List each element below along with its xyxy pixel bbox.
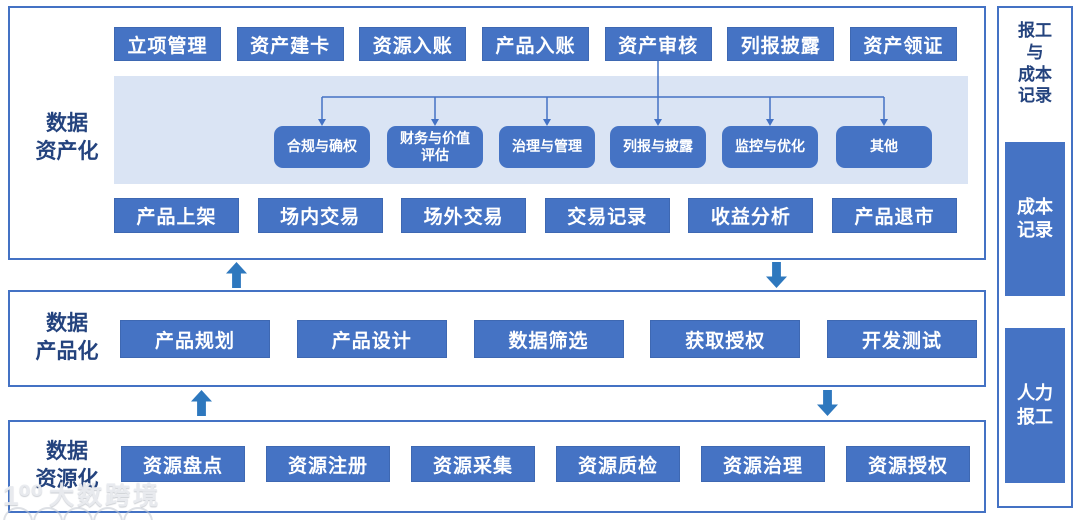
product-design-box: 产品设计	[296, 320, 447, 358]
watermark-text: 大数跨境	[49, 482, 162, 510]
flow-arrow-down-icon	[817, 390, 838, 416]
section-label-assetization: 数据 资产化	[20, 110, 114, 165]
product-planning-box: 产品规划	[120, 320, 270, 358]
labor-report-box: 人力 报工	[1005, 328, 1065, 483]
section-data-productization: 数据 产品化 产品规划 产品设计 数据筛选 获取授权 开发测试	[8, 290, 986, 387]
resource-authorization-box: 资源授权	[846, 446, 970, 482]
cost-record-line: 成本	[1017, 196, 1053, 217]
project-initiation-box: 立项管理	[114, 27, 221, 61]
finance-valuation-box: 财务与价值评估	[387, 126, 483, 168]
cost-record-box: 成本 记录	[1005, 142, 1065, 296]
cost-record-line: 记录	[1017, 220, 1053, 240]
section-label-line: 数据	[46, 312, 88, 335]
sidebar-title-line: 成本	[1018, 64, 1052, 84]
sidebar-title-line: 报工	[1018, 21, 1052, 40]
section-label-productization: 数据 产品化	[20, 310, 114, 365]
resource-governance-box: 资源治理	[701, 446, 825, 482]
asset-card-creation-box: 资产建卡	[236, 27, 344, 61]
compliance-rights-box: 合规与确权	[274, 126, 370, 168]
asset-top-row: 立项管理 资产建卡 资源入账 产品入账 资产审核 列报披露 资产领证	[114, 27, 957, 61]
watermark: 1⁰⁰ 大数跨境	[3, 476, 161, 512]
report-disclosure-box: 列报披露	[727, 27, 835, 61]
data-filtering-box: 数据筛选	[473, 320, 624, 358]
other-box: 其他	[836, 126, 932, 168]
resource-quality-check-box: 资源质检	[556, 446, 680, 482]
section-label-line: 数据	[46, 112, 88, 135]
resource-registration-box: 资源注册	[266, 446, 390, 482]
dev-test-box: 开发测试	[827, 320, 977, 358]
resource-inventory-box: 资源盘点	[121, 446, 245, 482]
onsite-trading-box: 场内交易	[257, 198, 383, 233]
sidebar-labor-cost-panel: 报工 与 成本 记录 成本 记录 人力 报工	[997, 6, 1073, 508]
offsite-trading-box: 场外交易	[401, 198, 527, 233]
product-row: 产品规划 产品设计 数据筛选 获取授权 开发测试	[120, 320, 977, 358]
revenue-analysis-box: 收益分析	[688, 198, 814, 233]
product-delisting-box: 产品退市	[831, 198, 957, 233]
asset-bottom-row: 产品上架 场内交易 场外交易 交易记录 收益分析 产品退市	[114, 198, 957, 233]
reporting-disclosure-sub-box: 列报与披露	[610, 126, 706, 168]
section-label-resourcization: 数据 资源化	[20, 438, 114, 493]
sidebar-title: 报工 与 成本 记录	[999, 20, 1071, 107]
governance-mgmt-box: 治理与管理	[499, 126, 595, 168]
resource-row: 资源盘点 资源注册 资源采集 资源质检 资源治理 资源授权	[121, 446, 970, 482]
obtain-authorization-box: 获取授权	[650, 320, 801, 358]
flow-arrow-up-icon	[191, 390, 212, 416]
section-label-line: 产品化	[35, 339, 99, 363]
watermark-logo-icon: 1⁰⁰	[3, 480, 44, 511]
monitoring-optimization-box: 监控与优化	[722, 126, 818, 168]
flow-arrow-up-icon	[226, 262, 247, 288]
labor-report-line: 人力	[1017, 383, 1053, 404]
labor-report-line: 报工	[1017, 406, 1053, 427]
asset-review-box: 资产审核	[604, 27, 712, 61]
product-entry-box: 产品入账	[481, 27, 589, 61]
sidebar-title-line: 记录	[1018, 86, 1052, 106]
section-data-resourcization: 数据 资源化 资源盘点 资源注册 资源采集 资源质检 资源治理 资源授权	[8, 420, 986, 513]
sidebar-title-line: 与	[1026, 42, 1044, 62]
section-label-line: 资源化	[35, 467, 99, 491]
flow-arrow-down-icon	[766, 262, 787, 288]
section-data-assetization: 数据 资产化	[8, 6, 986, 260]
trade-record-box: 交易记录	[544, 198, 670, 233]
section-label-line: 数据	[46, 440, 88, 463]
resource-entry-box: 资源入账	[359, 27, 467, 61]
asset-certification-box: 资产领证	[849, 27, 957, 61]
section-label-line: 资产化	[35, 139, 99, 163]
product-launch-box: 产品上架	[114, 198, 239, 233]
resource-collection-box: 资源采集	[411, 446, 535, 482]
